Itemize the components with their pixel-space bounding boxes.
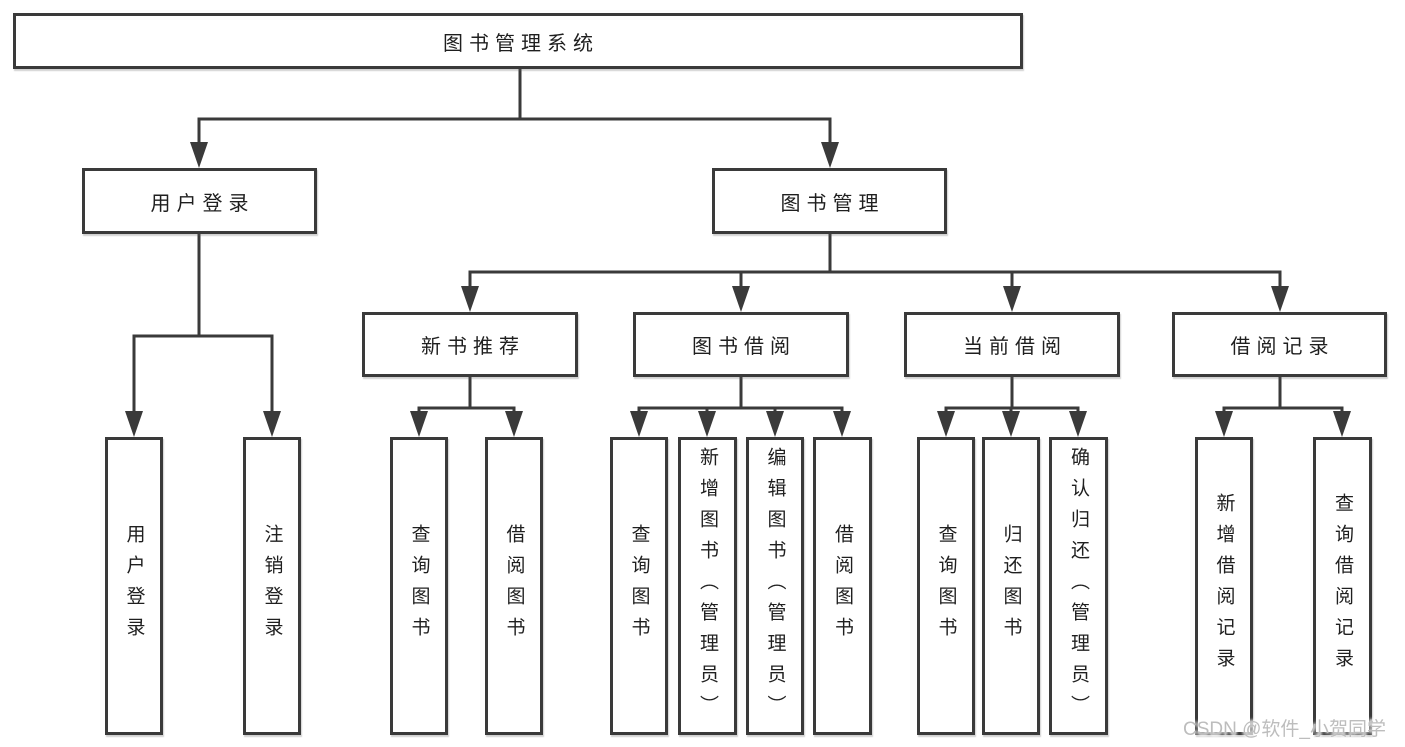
leaf-user-login-label: 用户登录 [123,524,145,648]
leaf-query-book-borrow: 查询图书 [610,437,668,735]
leaf-query-book-current-label: 查询图书 [935,524,957,648]
leaf-return-book-label: 归还图书 [1000,524,1022,648]
leaf-borrow-book-label: 借阅图书 [832,524,853,648]
leaf-return-book: 归还图书 [982,437,1040,735]
leaf-logout: 注销登录 [243,437,301,735]
leaf-logout-label: 注销登录 [261,524,283,648]
leaf-add-borrow-record: 新增借阅记录 [1195,437,1253,735]
leaf-add-book-admin-label: 新增图书（管理员） [697,446,718,726]
leaf-query-book-recommend: 查询图书 [390,437,448,735]
node-library-system-label: 图书管理系统 [443,32,599,55]
node-user-login-label: 用户登录 [150,192,255,215]
leaf-edit-book-admin: 编辑图书（管理员） [746,437,804,735]
node-library-system: 图书管理系统 [13,13,1023,69]
leaf-query-borrow-record-label: 查询借阅记录 [1332,493,1353,679]
node-book-management: 图书管理 [712,168,947,234]
leaf-query-book-current: 查询图书 [917,437,975,735]
node-borrow-records: 借阅记录 [1172,312,1387,377]
node-book-management-label: 图书管理 [780,192,885,215]
node-book-borrow-label: 图书借阅 [692,336,796,358]
leaf-confirm-return-admin-label: 确认归还（管理员） [1068,446,1089,726]
node-book-borrow: 图书借阅 [633,312,849,377]
leaf-borrow-book: 借阅图书 [813,437,872,735]
node-user-login: 用户登录 [82,168,317,234]
leaf-add-book-admin: 新增图书（管理员） [678,437,737,735]
node-new-book-recommend: 新书推荐 [362,312,578,377]
leaf-user-login: 用户登录 [105,437,163,735]
leaf-add-borrow-record-label: 新增借阅记录 [1213,493,1235,679]
leaf-query-borrow-record: 查询借阅记录 [1313,437,1372,735]
node-borrow-records-label: 借阅记录 [1230,336,1335,358]
node-current-borrow-label: 当前借阅 [963,336,1067,358]
leaf-borrow-book-recommend-label: 借阅图书 [503,524,525,648]
leaf-confirm-return-admin: 确认归还（管理员） [1049,437,1108,735]
node-new-book-recommend-label: 新书推荐 [421,336,525,358]
leaf-edit-book-admin-label: 编辑图书（管理员） [764,446,786,726]
leaf-query-book-recommend-label: 查询图书 [408,524,430,648]
csdn-watermark: CSDN @软件_小贺同学 [1183,719,1386,740]
node-current-borrow: 当前借阅 [904,312,1120,377]
leaf-borrow-book-recommend: 借阅图书 [485,437,543,735]
leaf-query-book-borrow-label: 查询图书 [628,524,650,648]
